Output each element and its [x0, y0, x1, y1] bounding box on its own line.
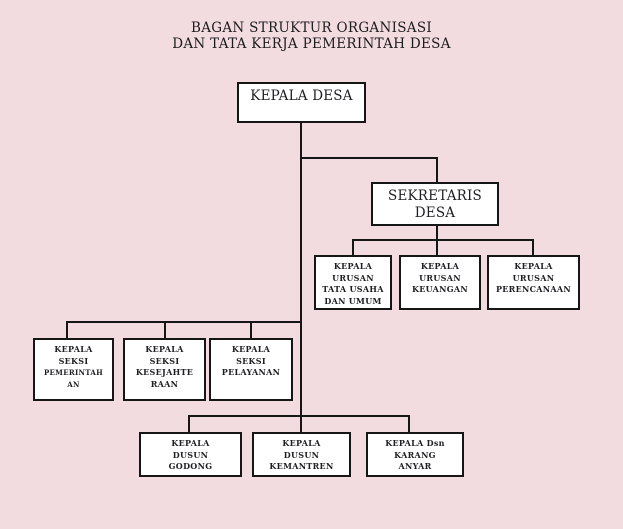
connector-seksi-drop-2 [164, 321, 166, 338]
node-label-line: KEPALA [333, 261, 373, 271]
org-node-kaur-keuangan: KEPALA URUSAN KEUANGAN [399, 255, 481, 310]
connector-seksi-drop-1 [66, 321, 68, 338]
node-label-line: KEUANGAN [411, 284, 469, 294]
org-node-kadus-godong: KEPALA DUSUN GODONG [139, 432, 242, 477]
node-label-line: KEPALA Dsn [385, 438, 445, 448]
node-label-line: KEMANTREN [269, 461, 334, 471]
node-label-line: URUSAN [332, 272, 374, 283]
chart-title-line2: DAN TATA KERJA PEMERINTAH DESA [172, 36, 451, 52]
node-label-line: PELAYANAN [221, 367, 281, 377]
node-label-line: KEPALA [231, 344, 271, 354]
node-label-line: KEPALA [282, 438, 321, 448]
org-node-kaur-perencanaan: KEPALA URUSAN PERENCANAAN [487, 255, 580, 310]
node-label-line: RAAN [150, 378, 179, 389]
connector-urusan-horizontal [352, 239, 534, 241]
connector-main-spine [300, 121, 302, 432]
node-label-line: URUSAN [419, 272, 461, 283]
org-node-kasi-pelayanan: KEPALA SEKSI PELAYANAN [209, 338, 293, 401]
org-node-kaur-tata-usaha-umum: KEPALA URUSAN TATA USAHA DAN UMUM [314, 255, 392, 310]
node-label-line: KEPALA [420, 261, 460, 271]
node-label-line: DAN UMUM [324, 295, 382, 306]
node-label-line: PERENCANAAN [495, 284, 572, 294]
org-node-kadus-kemantren: KEPALA DUSUN KEMANTREN [252, 432, 351, 477]
connector-urusan-drop-1 [352, 239, 354, 255]
node-label-line: SEKSI [58, 355, 89, 366]
node-label-line: DESA [414, 205, 456, 221]
node-label-line: KEPALA [145, 344, 184, 354]
node-label-line: ANYAR [398, 461, 432, 471]
connector-seksi-drop-3 [250, 321, 252, 338]
connector-sekretaris-horizontal [300, 157, 438, 159]
node-label-line: KESEJAHTE [135, 367, 194, 377]
org-node-kepala-desa: KEPALA DESA [237, 82, 366, 123]
node-label-line: AN [67, 379, 80, 389]
org-node-kadus-karang-anyar: KEPALA Dsn KARANG ANYAR [366, 432, 464, 477]
node-label-line: GODONG [168, 461, 213, 471]
node-label-line: PEMERINTAH [43, 368, 104, 377]
node-label-line: TATA USAHA [322, 284, 384, 294]
node-label-line: SEKRETARIS [388, 188, 482, 204]
node-label-line: KEPALA DESA [250, 88, 353, 104]
org-node-kasi-kesejahteraan: KEPALA SEKSI KESEJAHTE RAAN [123, 338, 206, 401]
connector-dusun-horizontal [188, 415, 410, 417]
org-node-kasi-pemerintahan: KEPALA SEKSI PEMERINTAH AN [33, 338, 114, 401]
node-label-line: KEPALA [514, 261, 553, 271]
node-label-line: KEPALA [171, 438, 210, 448]
chart-title: BAGAN STRUKTUR ORGANISASI DAN TATA KERJA… [0, 20, 623, 52]
chart-title-line1: BAGAN STRUKTUR ORGANISASI [190, 20, 432, 36]
node-label-line: SEKSI [149, 355, 180, 366]
connector-dusun-drop-3 [408, 415, 410, 432]
node-label-line: KARANG [394, 449, 436, 460]
connector-seksi-horizontal [66, 321, 302, 323]
node-label-line: SEKSI [236, 355, 266, 366]
node-label-line: DUSUN [283, 449, 320, 460]
node-label-line: KEPALA [54, 344, 93, 354]
connector-sekretaris-drop-top [436, 157, 438, 182]
node-label-line: URUSAN [512, 272, 555, 283]
connector-urusan-drop-3 [532, 239, 534, 255]
connector-dusun-drop-1 [188, 415, 190, 432]
org-node-sekretaris-desa: SEKRETARIS DESA [371, 182, 499, 226]
node-label-line: DUSUN [172, 449, 209, 460]
